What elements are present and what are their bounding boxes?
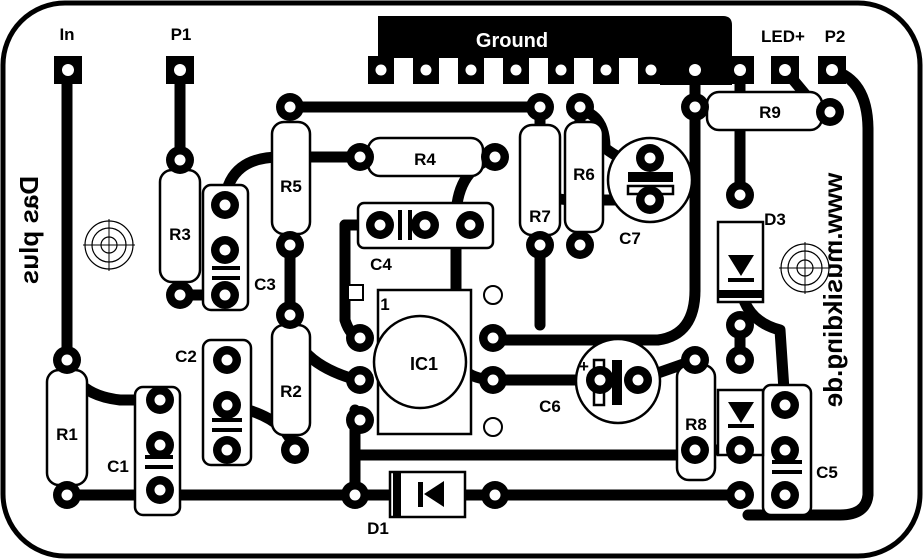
drill-hole: [594, 374, 606, 386]
resistor-r4: R4: [366, 136, 485, 178]
drill-hole: [221, 354, 233, 366]
ground-bar: [378, 16, 732, 85]
label-d1: D1: [367, 519, 389, 538]
ground-pads: [368, 56, 664, 84]
resistor-r2: R2: [270, 323, 312, 437]
drill-hole: [219, 289, 231, 301]
label-r4: R4: [414, 150, 436, 169]
drill-hole: [689, 354, 701, 366]
label-in: In: [59, 25, 74, 44]
diode-d3: D3: [716, 210, 786, 304]
capacitor-c7: C7: [606, 136, 694, 248]
drill-hole: [487, 332, 499, 344]
drill-hole: [61, 489, 73, 501]
mounting-hole-right: [779, 242, 831, 294]
label-c4: C4: [370, 255, 392, 274]
label-c6-plus: +: [579, 357, 589, 376]
resistor-r5: R5: [270, 120, 312, 236]
drill-hole: [284, 101, 296, 113]
label-c6: C6: [539, 397, 561, 416]
ic1-package: 1 IC1: [347, 284, 503, 437]
resistor-r1: R1: [45, 368, 89, 487]
label-c5: C5: [816, 463, 838, 482]
label-c1: C1: [107, 457, 129, 476]
drill-hole: [574, 239, 586, 251]
drill-hole: [219, 244, 231, 256]
label-9v: +9V: [677, 33, 708, 52]
drill-hole: [734, 354, 746, 366]
drill-hole: [419, 219, 431, 231]
drill-hole: [487, 374, 499, 386]
label-r3: R3: [169, 225, 191, 244]
drill-hole: [689, 444, 701, 456]
drill-hole: [734, 444, 746, 456]
label-ground: Ground: [476, 30, 548, 52]
drill-hole: [464, 219, 476, 231]
drill-hole: [221, 444, 233, 456]
drill-hole: [174, 154, 186, 166]
drill-hole: [489, 151, 501, 163]
drill-hole: [644, 152, 656, 164]
drill-hole: [489, 489, 501, 501]
label-p2: P2: [825, 27, 846, 46]
drill-hole: [779, 444, 791, 456]
label-r8: R8: [685, 415, 707, 434]
drill-hole: [154, 484, 166, 496]
drill-hole: [824, 106, 836, 118]
drill-hole: [534, 101, 546, 113]
drill-hole: [574, 101, 586, 113]
drill-hole: [61, 354, 73, 366]
resistor-r3: R3: [158, 168, 202, 284]
drill-hole: [632, 374, 644, 386]
label-ic1: IC1: [410, 354, 438, 374]
drill-hole: [534, 239, 546, 251]
drill-hole: [644, 194, 656, 206]
diode-d1: D1: [367, 470, 467, 538]
drill-hole: [734, 489, 746, 501]
drill-hole: [734, 189, 746, 201]
drill-hole: [289, 444, 301, 456]
drill-hole: [221, 399, 233, 411]
drill-hole: [284, 239, 296, 251]
drill-hole: [779, 489, 791, 501]
label-r2: R2: [280, 382, 302, 401]
brand-text: Das plus: [14, 176, 44, 284]
drill-hole: [354, 414, 366, 426]
connector-pads: [54, 56, 846, 84]
drill-hole: [349, 489, 361, 501]
drill-hole: [219, 199, 231, 211]
drill-hole: [154, 439, 166, 451]
mounting-hole-left: [83, 219, 135, 271]
url-text: www.musikding.de: [818, 172, 848, 408]
drill-hole: [689, 101, 701, 113]
label-r5: R5: [280, 177, 302, 196]
label-r1: R1: [56, 425, 78, 444]
label-r7: R7: [529, 207, 551, 226]
drill-hole: [284, 309, 296, 321]
label-r6: R6: [573, 165, 595, 184]
label-c2: C2: [175, 347, 197, 366]
label-ic1-pin1: 1: [380, 295, 389, 314]
label-d3: D3: [764, 210, 786, 229]
resistor-r6: R6: [563, 120, 605, 234]
drill-hole: [779, 399, 791, 411]
label-r9: R9: [759, 103, 781, 122]
drill-hole: [354, 374, 366, 386]
drill-hole: [354, 151, 366, 163]
label-p1: P1: [171, 25, 192, 44]
label-led-plus: LED+: [761, 27, 805, 46]
label-c7: C7: [619, 229, 641, 248]
drill-hole: [734, 319, 746, 331]
resistor-r7: R7: [518, 123, 562, 237]
drill-hole: [374, 219, 386, 231]
drill-hole: [154, 394, 166, 406]
drill-hole: [354, 332, 366, 344]
resistor-r9: R9: [705, 90, 824, 132]
drill-hole: [174, 289, 186, 301]
label-c3: C3: [254, 275, 276, 294]
round-pads: [53, 93, 844, 509]
